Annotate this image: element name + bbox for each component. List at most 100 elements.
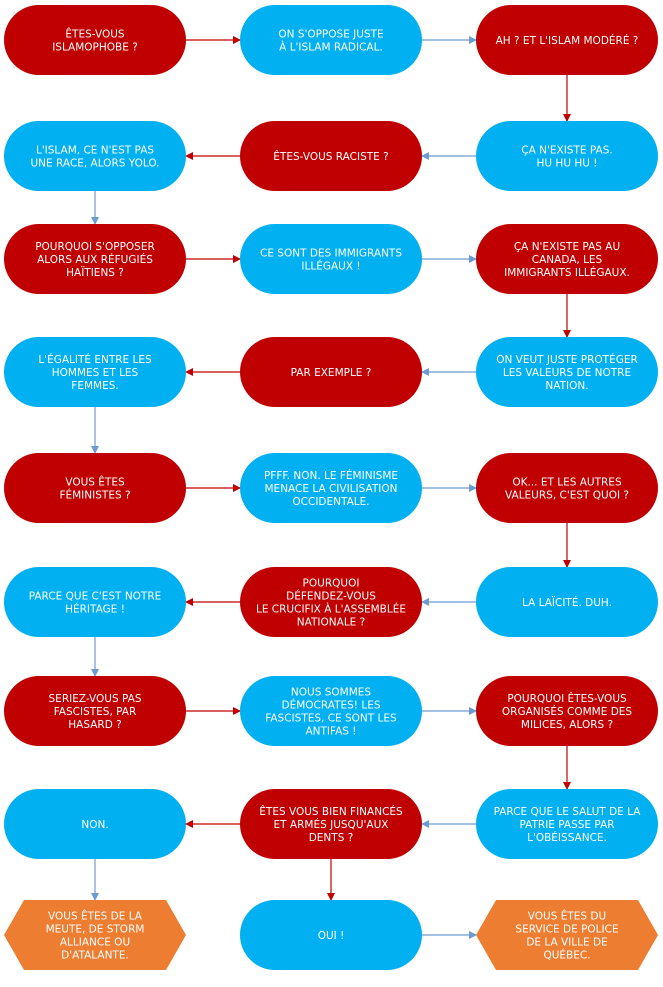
node-label-line: ÇA N'EXISTE PAS. <box>521 145 612 157</box>
node-label-line: POURQUOI S'OPPOSER <box>35 241 155 253</box>
node-label-line: DÉFENDEZ-VOUS <box>286 590 376 603</box>
pill-shape <box>476 121 658 191</box>
pill-shape <box>4 567 186 637</box>
node-label-line: ÇA N'EXISTE PAS AU <box>514 241 620 253</box>
node-label-line: ISLAMOPHOBE ? <box>52 42 138 54</box>
node-label-line: PATRIE PASSE PAR <box>519 819 614 831</box>
flow-node-n3: AH ? ET L'ISLAM MODÉRÉ ? <box>476 5 658 75</box>
node-label-line: POURQUOI ÊTES-VOUS <box>507 692 627 705</box>
node-label-line: HAÏTIENS ? <box>66 266 124 279</box>
pill-shape <box>4 789 186 859</box>
pill-shape <box>240 337 422 407</box>
flow-node-n24: NON. <box>4 789 186 859</box>
node-label-line: ÊTES-VOUS RACISTE ? <box>273 150 388 163</box>
node-label-line: ON VEUT JUSTE PROTÉGER <box>496 353 638 366</box>
node-label-line: VOUS ÊTES DU <box>528 910 606 923</box>
node-label-line: FEMMES. <box>71 380 118 392</box>
flow-node-n26: OUI ! <box>240 900 422 970</box>
flow-node-n11: PAR EXEMPLE ? <box>240 337 422 407</box>
pill-shape <box>4 337 186 407</box>
node-label-line: ÊTES-VOUS <box>65 28 124 41</box>
pill-shape <box>240 453 422 523</box>
node-label-line: ALLIANCE OU <box>60 937 130 949</box>
flow-node-n16: LA LAÏCITÉ. DUH. <box>476 567 658 637</box>
pill-shape <box>4 121 186 191</box>
node-label-line: OCCIDENTALE. <box>292 496 369 508</box>
node-label-line: ANTIFAS ! <box>305 726 356 738</box>
pill-shape <box>476 453 658 523</box>
node-label-line: HOMMES ET LES <box>52 367 139 379</box>
node-label-line: PARCE QUE LE SALUT DE LA <box>494 806 642 818</box>
node-label-line: CE SONT DES IMMIGRANTS <box>260 248 402 260</box>
pill-shape <box>4 676 186 746</box>
node-label-line: NOUS SOMMES <box>291 687 371 699</box>
node-label-line: NON. <box>81 819 108 831</box>
pill-shape <box>240 5 422 75</box>
node-label-line: D'ATALANTE. <box>61 950 129 962</box>
node-label-line: QUÉBEC. <box>543 949 590 962</box>
pill-shape <box>240 121 422 191</box>
node-label-line: NATION. <box>545 380 588 392</box>
node-label-line: L'ÉGALITÉ ENTRE LES <box>38 353 152 366</box>
node-label-line: HÉRITAGE ! <box>65 603 125 616</box>
node-label-line: FÉMINISTES ? <box>59 489 130 502</box>
node-label-line: L'OBÉISSANCE. <box>527 831 607 844</box>
pill-shape <box>4 224 186 294</box>
node-label-line: ET ARMÉS JUSQU'AUX <box>274 818 389 831</box>
pill-shape <box>476 676 658 746</box>
node-label-line: FASCISTES, CE SONT LES <box>265 713 397 725</box>
node-label-line: POURQUOI <box>303 578 360 590</box>
node-label-line: VOUS ÊTES DE LA <box>48 910 143 923</box>
edges <box>91 36 571 939</box>
node-label-line: SERVICE DE POLICE <box>515 924 618 936</box>
node-label-line: PAR EXEMPLE ? <box>291 367 372 379</box>
pill-shape <box>476 5 658 75</box>
node-label-line: LA LAÏCITÉ. DUH. <box>522 596 612 609</box>
node-label-line: ORGANISÉS COMME DES <box>502 705 633 718</box>
node-label-line: OK... ET LES AUTRES <box>512 477 622 489</box>
node-label-line: ALORS AUX RÉFUGIÉS <box>37 253 153 266</box>
pill-shape <box>4 5 186 75</box>
node-label-line: LE CRUCIFIX À L'ASSEMBLÉE <box>256 603 406 616</box>
pill-shape <box>476 567 658 637</box>
node-label-line: VALEURS, C'EST QUOI ? <box>505 490 629 502</box>
pill-shape <box>240 224 422 294</box>
pill-shape <box>476 789 658 859</box>
node-label-line: MENACE LA CIVILISATION <box>265 483 398 495</box>
node-label-line: MEUTE, DE STORM <box>46 924 145 936</box>
hexagon-shape <box>476 900 658 970</box>
node-label-line: UNE RACE, ALORS YOLO. <box>31 158 160 170</box>
pill-shape <box>476 337 658 407</box>
node-label-line: DE LA VILLE DE <box>526 937 607 949</box>
pill-shape <box>240 900 422 970</box>
pill-shape <box>240 789 422 859</box>
flow-node-n4: ÇA N'EXISTE PAS.HU HU HU ! <box>476 121 658 191</box>
node-label-line: PFFF. NON. LE FÉMINISME <box>264 469 398 482</box>
node-label-line: ILLÉGAUX ! <box>301 260 360 273</box>
node-label-line: SERIEZ-VOUS PAS <box>49 693 142 705</box>
node-label-line: ON S'OPPOSE JUSTE <box>278 29 383 41</box>
node-label-line: PARCE QUE C'EST NOTRE <box>29 591 162 603</box>
node-label-line: DENTS ? <box>309 832 354 844</box>
hexagon-shape <box>4 900 186 970</box>
node-label-line: NATIONALE ? <box>297 617 365 629</box>
node-label-line: HASARD ? <box>68 719 121 731</box>
